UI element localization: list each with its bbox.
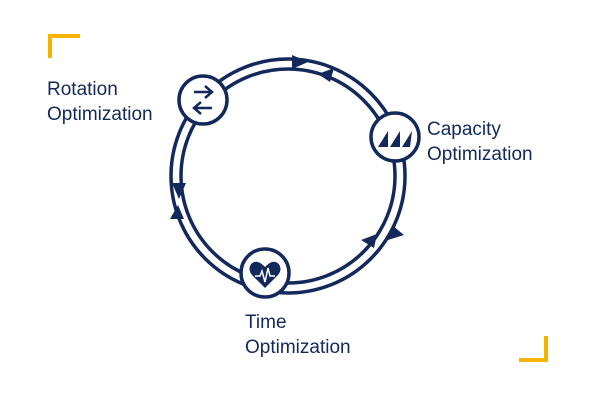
arrow-head (361, 234, 377, 248)
capacity-node (369, 111, 421, 163)
arrow-head (292, 55, 308, 69)
swap-arrows-icon (192, 85, 214, 115)
time-label: Time Optimization (245, 310, 351, 360)
arrow-head (388, 226, 404, 240)
rotation-label-line2: Optimization (47, 104, 153, 125)
arrow-head (170, 205, 184, 219)
capacity-label-line2: Optimization (427, 144, 533, 165)
rotation-node (177, 74, 229, 126)
capacity-label: Capacity Optimization (427, 117, 533, 167)
time-label-line2: Optimization (245, 337, 351, 358)
outer-ring (169, 57, 407, 295)
arrow-head (318, 68, 334, 82)
rotation-label-line1: Rotation (47, 79, 118, 100)
rotation-label: Rotation Optimization (47, 77, 153, 127)
time-label-line1: Time (245, 312, 287, 333)
capacity-label-line1: Capacity (427, 119, 501, 140)
arrow-head (172, 183, 186, 199)
corner-bracket-top-left (48, 34, 80, 58)
capacity-bars-icon (378, 131, 412, 147)
time-node (239, 247, 291, 299)
corner-bracket-bottom-right (519, 336, 548, 362)
heartbeat-icon (249, 261, 281, 288)
